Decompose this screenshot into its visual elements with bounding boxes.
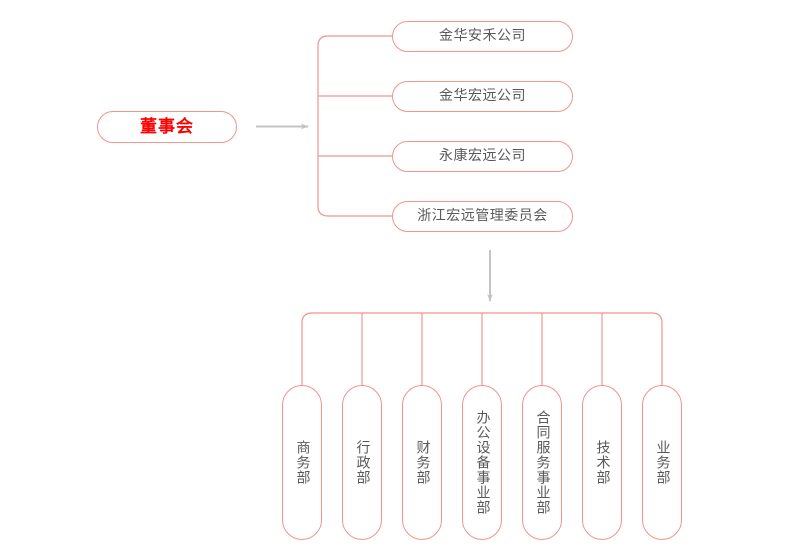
node-subsidiary-3-label: 永康宏远公司 [439, 148, 526, 164]
node-department-6[interactable]: 技术部 [582, 385, 622, 540]
node-board-of-directors[interactable]: 董事会 [97, 111, 237, 143]
node-subsidiary-1-label: 金华安禾公司 [439, 28, 526, 44]
node-department-3-label: 财务部 [414, 440, 431, 485]
node-subsidiary-4[interactable]: 浙江宏远管理委员会 [392, 200, 573, 232]
node-department-5-label: 合同服务事业部 [534, 410, 551, 515]
node-subsidiary-3[interactable]: 永康宏远公司 [392, 140, 573, 172]
node-board-of-directors-label: 董事会 [140, 116, 194, 137]
node-department-1[interactable]: 商务部 [282, 385, 322, 540]
node-department-7-label: 业务部 [654, 440, 671, 485]
node-department-2[interactable]: 行政部 [342, 385, 382, 540]
node-subsidiary-2-label: 金华宏远公司 [439, 88, 526, 104]
node-department-2-label: 行政部 [354, 440, 371, 485]
subsidiary-bracket [317, 35, 392, 217]
node-department-5[interactable]: 合同服务事业部 [522, 385, 562, 540]
node-department-4-label: 办公设备事业部 [474, 410, 491, 515]
node-subsidiary-1[interactable]: 金华安禾公司 [392, 20, 573, 52]
node-subsidiary-2[interactable]: 金华宏远公司 [392, 80, 573, 112]
node-department-7[interactable]: 业务部 [642, 385, 682, 540]
node-department-3[interactable]: 财务部 [402, 385, 442, 540]
node-department-1-label: 商务部 [294, 440, 311, 485]
node-department-6-label: 技术部 [594, 440, 611, 485]
node-department-4[interactable]: 办公设备事业部 [462, 385, 502, 540]
node-subsidiary-4-label: 浙江宏远管理委员会 [417, 208, 548, 224]
